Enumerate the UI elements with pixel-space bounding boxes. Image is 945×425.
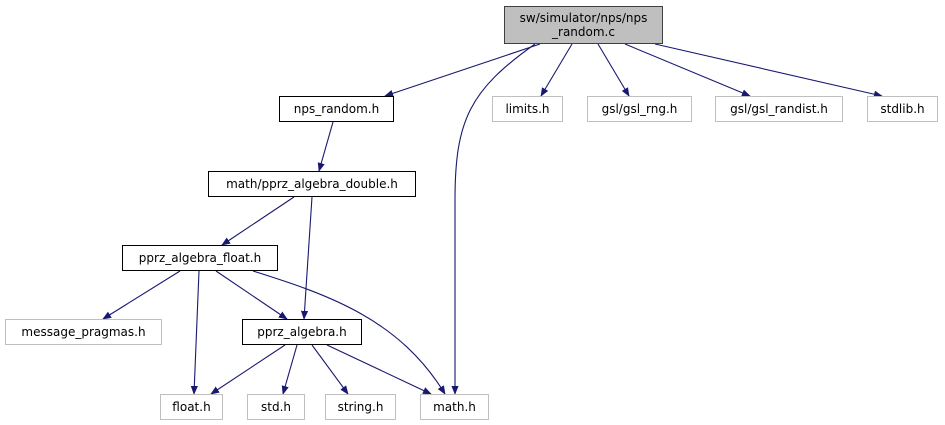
node-pprz-algebra-float-h[interactable]: pprz_algebra_float.h [122,245,278,271]
node-label: pprz_algebra_float.h [138,251,262,265]
edge-pprz_algebra_h-to-string_h [311,344,349,395]
node-label: pprz_algebra.h [257,325,347,339]
node-pprz-algebra-h[interactable]: pprz_algebra.h [242,319,362,345]
node-label: sw/simulator/nps/nps _random.c [519,11,648,39]
node-label: gsl/gsl_randist.h [730,102,828,116]
edge-pprz_algebra_h-to-math_h [326,344,432,395]
node-nps-random-h[interactable]: nps_random.h [279,96,394,122]
edge-root-to-gsl_randist_h [624,43,751,97]
node-math-h[interactable]: math.h [420,394,489,420]
node-message-pragmas-h[interactable]: message_pragmas.h [5,319,162,345]
edge-pprz_algebra_float_h-to-message_pragmas_h [102,270,181,320]
node-root[interactable]: sw/simulator/nps/nps _random.c [504,6,663,44]
edge-pprz_algebra_h-to-std_h [281,344,298,395]
node-label: limits.h [505,102,550,116]
edge-root-to-gsl_rng_h [597,43,630,97]
node-limits-h[interactable]: limits.h [492,96,563,122]
node-label: message_pragmas.h [21,325,146,339]
edge-pprz_algebra_float_h-to-float_h [190,270,200,395]
edge-root-to-stdlib_h [654,43,883,98]
node-std-h[interactable]: std.h [247,394,305,420]
node-gsl-randist-h[interactable]: gsl/gsl_randist.h [715,96,843,122]
edge-root-to-nps_random_h [384,43,541,97]
node-gsl-rng-h[interactable]: gsl/gsl_rng.h [587,96,692,122]
node-label: gsl/gsl_rng.h [601,102,678,116]
edge-pprz_algebra_h-to-float_h [210,344,286,395]
node-label: string.h [337,400,384,414]
edge-pprz_algebra_double_h-to-pprz_algebra_float_h [221,196,295,246]
node-label: stdlib.h [880,102,925,116]
node-pprz-algebra-double-h[interactable]: math/pprz_algebra_double.h [208,171,416,197]
node-label: float.h [172,400,211,414]
edge-pprz_algebra_float_h-to-math_h [252,270,446,395]
node-string-h[interactable]: string.h [325,394,396,420]
node-stdlib-h[interactable]: stdlib.h [867,96,938,122]
edge-nps_random_h-to-pprz_algebra_double_h [317,121,334,172]
node-float-h[interactable]: float.h [160,394,223,420]
node-label: nps_random.h [293,102,380,116]
edge-root-to-limits_h [540,43,573,97]
edge-root-to-math_h [451,43,536,395]
node-label: math.h [433,400,476,414]
node-label: std.h [261,400,291,414]
node-label: math/pprz_algebra_double.h [226,177,398,191]
edge-pprz_algebra_float_h-to-pprz_algebra_h [215,270,288,320]
edge-pprz_algebra_double_h-to-pprz_algebra_h [300,196,313,320]
